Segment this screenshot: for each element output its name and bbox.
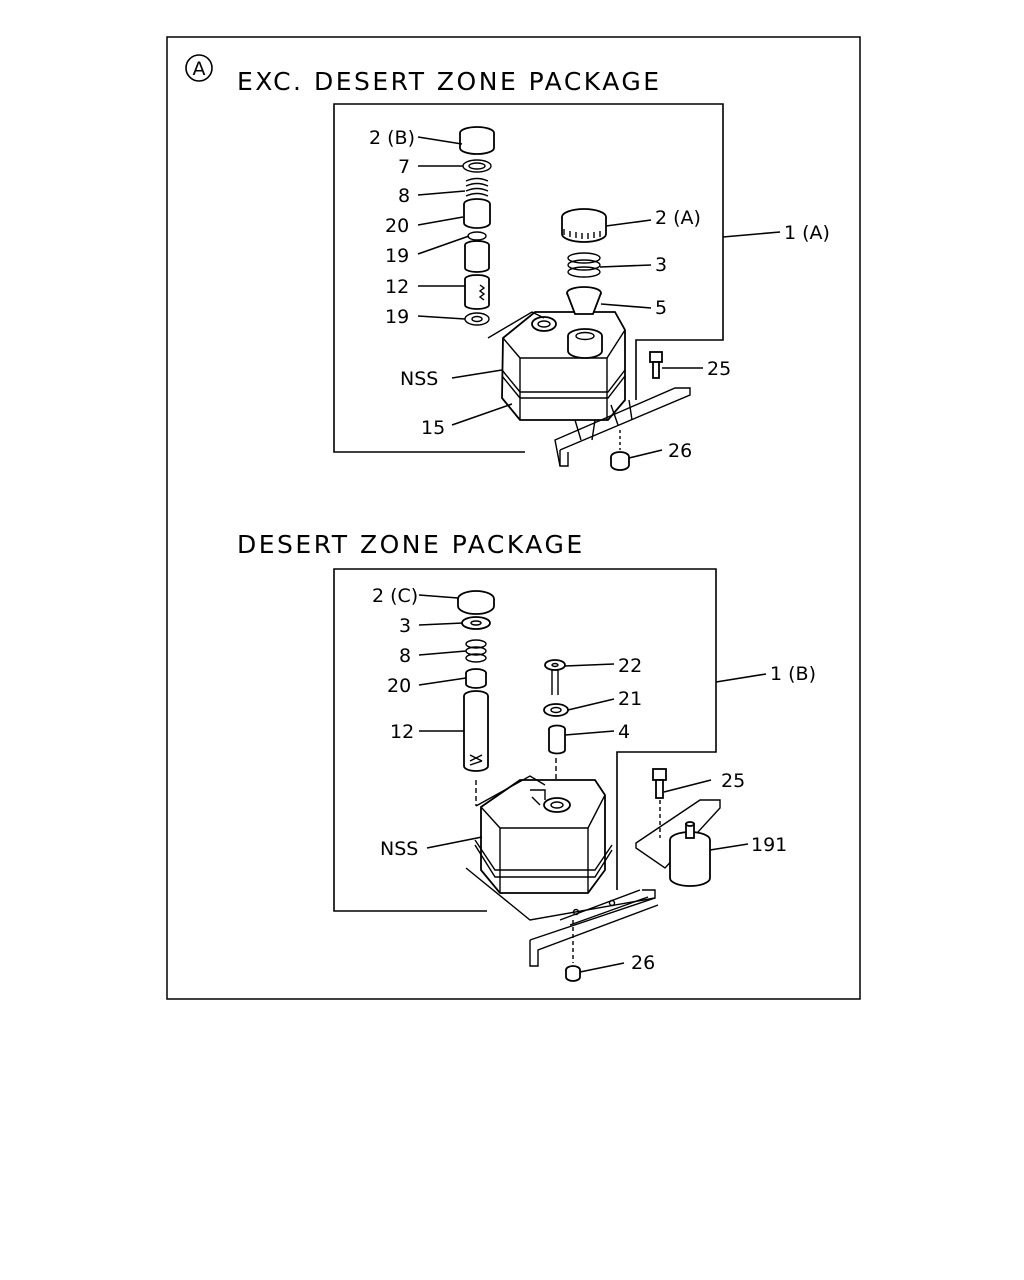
filter-stack-b	[457, 590, 495, 772]
callout-b-3: 3	[399, 615, 411, 637]
callout-a-19-top: 19	[385, 245, 409, 267]
callout-a-20: 20	[385, 215, 409, 237]
callout-a-19-bottom: 19	[385, 306, 409, 328]
callout-b-20: 20	[387, 675, 411, 697]
callout-b-26: 26	[631, 952, 655, 974]
callout-a-15: 15	[421, 417, 445, 439]
assembly-a-label: 1 (A)	[784, 222, 830, 244]
assembly-b-boundary	[333, 568, 717, 912]
section-a-title: EXC. DESERT ZONE PACKAGE	[237, 67, 662, 96]
callout-a-25: 25	[707, 358, 731, 380]
section-b-title: DESERT ZONE PACKAGE	[237, 530, 585, 559]
reservoir-tank-a	[501, 311, 633, 441]
callout-b-191: 191	[751, 834, 787, 856]
assembly-b-label: 1 (B)	[770, 663, 816, 685]
callout-b-8: 8	[399, 645, 411, 667]
callout-a-2a: 2 (A)	[655, 207, 701, 229]
mounting-bracket-b	[465, 867, 659, 967]
section-mark-letter: A	[193, 58, 206, 80]
assembly-a-boundary	[333, 103, 724, 453]
callout-a-2b: 2 (B)	[369, 127, 415, 149]
bolt-25-a	[649, 351, 663, 379]
callout-a-5: 5	[655, 297, 667, 319]
diagram-border	[166, 36, 861, 1000]
callout-leaders-a	[417, 136, 703, 459]
callout-b-12: 12	[390, 721, 414, 743]
mounting-bracket-a	[554, 387, 691, 467]
breather-assembly-b	[543, 659, 569, 795]
callout-a-26: 26	[668, 440, 692, 462]
callout-a-8: 8	[398, 185, 410, 207]
bolt-25-b	[652, 768, 667, 838]
callout-b-21: 21	[618, 688, 642, 710]
callout-a-12: 12	[385, 276, 409, 298]
accessory-191	[635, 799, 721, 887]
section-mark: A	[185, 54, 213, 82]
callout-b-4: 4	[618, 721, 630, 743]
nut-26-b	[565, 965, 581, 982]
callout-a-3: 3	[655, 254, 667, 276]
callout-b-nss: NSS	[380, 838, 418, 860]
callout-a-7: 7	[398, 156, 410, 178]
filter-stack-a	[459, 126, 495, 326]
callout-a-nss: NSS	[400, 368, 438, 390]
callout-b-2c: 2 (C)	[372, 585, 418, 607]
callout-leaders-b	[418, 594, 749, 973]
callout-b-22: 22	[618, 655, 642, 677]
filler-cap-a	[561, 208, 607, 315]
nut-26-a	[610, 451, 630, 471]
reservoir-tank-b	[474, 779, 613, 894]
callout-b-25: 25	[721, 770, 745, 792]
